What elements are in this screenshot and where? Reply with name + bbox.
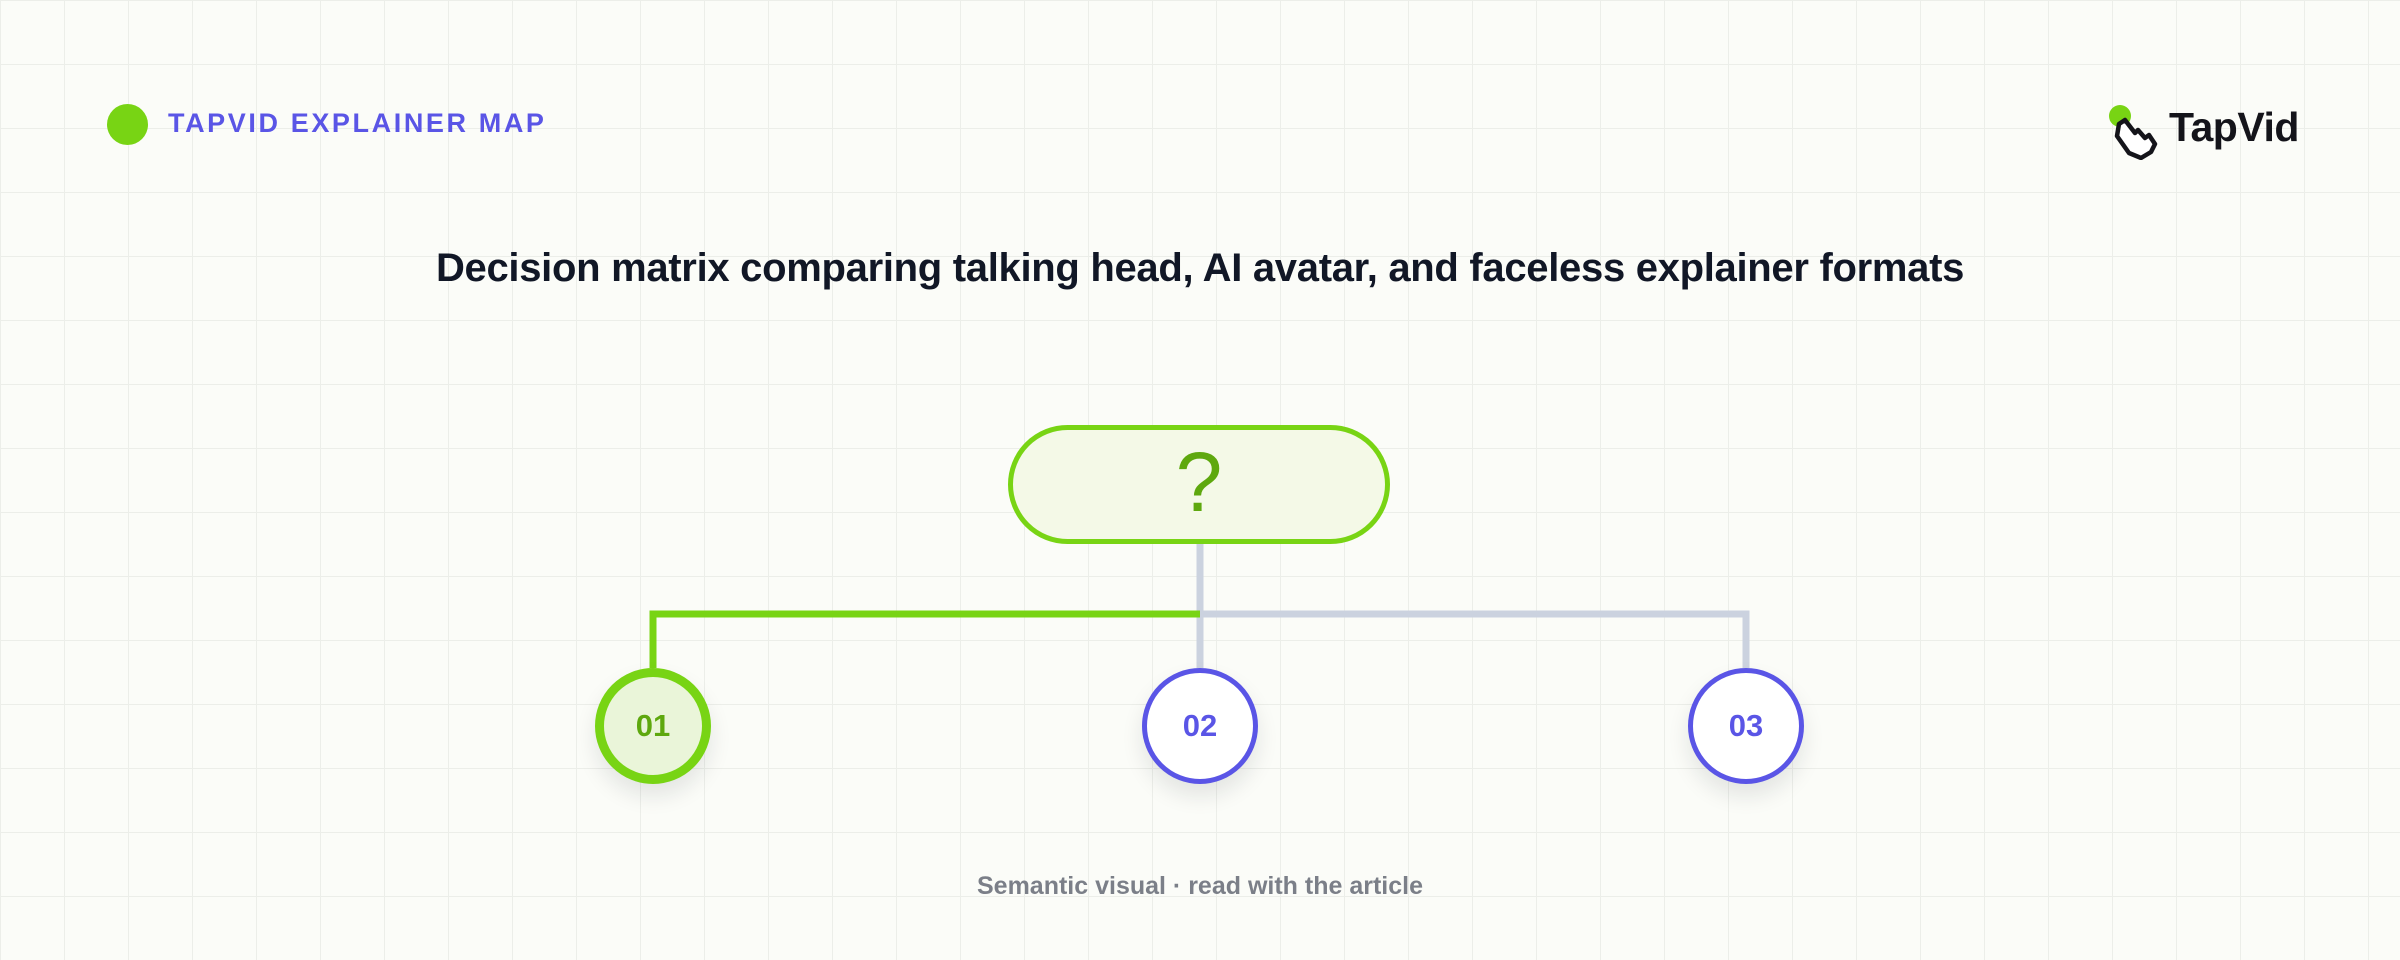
page-title: Decision matrix comparing talking head, …: [435, 246, 1965, 290]
footer-note: Semantic visual · read with the article: [977, 872, 1423, 900]
connector-branch-03: [1200, 610, 1750, 668]
root-question-node: ?: [1008, 425, 1390, 544]
tapvid-logo: TapVid: [2105, 100, 2305, 160]
option-node-03: 03: [1688, 668, 1804, 784]
pointer-hand-icon: [2109, 105, 2158, 160]
root-question-label: ?: [1175, 435, 1223, 529]
connector-branch-01: [649, 610, 1200, 668]
option-node-02: 02: [1142, 668, 1258, 784]
option-node-01: 01: [595, 668, 711, 784]
brand-label: TAPVID EXPLAINER MAP: [168, 108, 547, 138]
logo-text: TapVid: [2169, 104, 2299, 150]
brand-dot: [107, 104, 148, 145]
